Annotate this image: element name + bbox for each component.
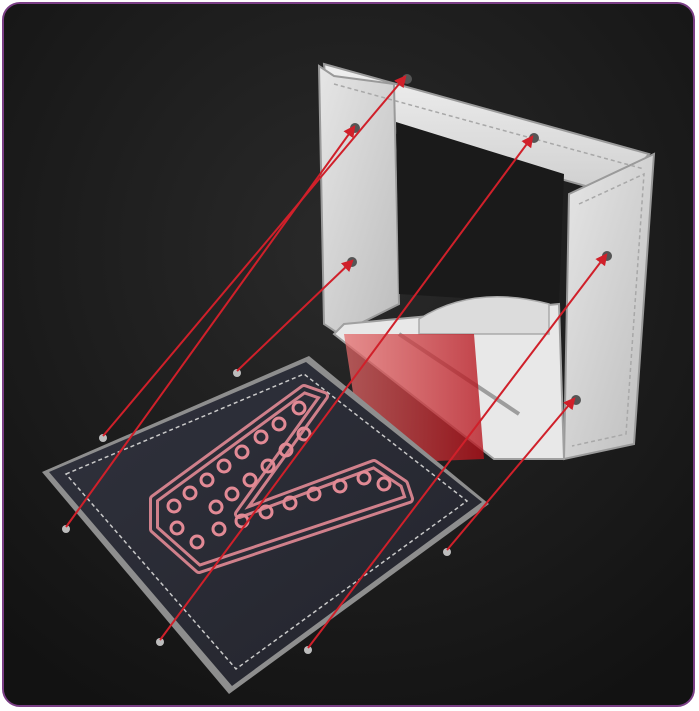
assembly-photo [4,4,693,705]
